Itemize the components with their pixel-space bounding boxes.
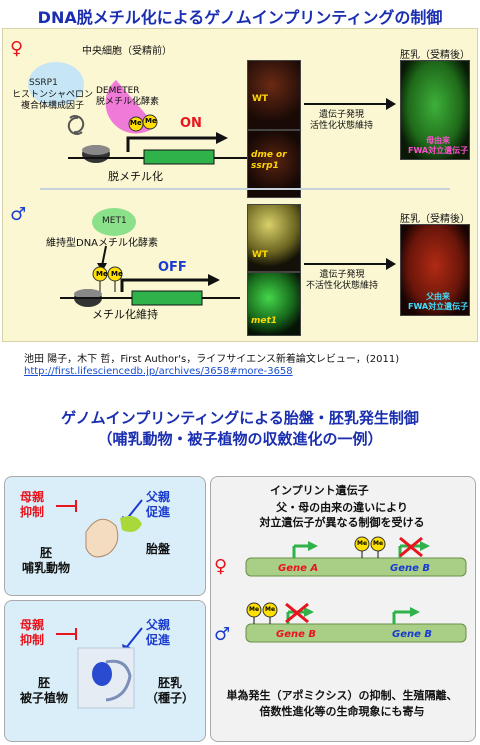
endosperm-micrograph-male: [400, 224, 470, 316]
demeter-name: DEMETER: [96, 86, 140, 96]
me-m-2: Me: [265, 606, 276, 613]
citation: 池田 陽子，木下 哲，First Author's，ライフサイエンス新着論文レビ…: [24, 354, 400, 365]
endosperm-label: 胚乳: [158, 676, 183, 690]
plant-regulation-arrows: [56, 627, 143, 709]
off-label: OFF: [158, 260, 187, 275]
me-badge-1: Me: [130, 119, 142, 127]
mammal-maternal-1: 母親: [20, 490, 45, 504]
methylation-label: メチル化維持: [92, 308, 158, 321]
micrograph-wt-female: [247, 60, 301, 130]
male-arrow-text-2: 不活性化状態維持: [306, 281, 379, 291]
micrograph-met1: [247, 272, 301, 336]
plant-maternal-1: 母親: [20, 618, 45, 632]
micro-wt-male-label: WT: [252, 250, 269, 260]
female-symbol: ♀: [10, 38, 24, 59]
ssrp1-name: SSRP1: [29, 78, 58, 88]
demeter-desc: 脱メチル化酵素: [96, 97, 160, 107]
mammal-maternal-2: 抑制: [20, 505, 45, 519]
page-title: DNA脱メチル化によるゲノムインプリンティングの制御: [37, 8, 443, 27]
imprint-female-symbol: ♀: [214, 556, 228, 577]
male-endo-text-2: FWA対立遺伝子: [408, 302, 469, 311]
micro-wt-label: WT: [252, 94, 269, 104]
female-expression-arrow: [304, 98, 396, 110]
male-endo-text-1: 父由来: [426, 292, 451, 301]
male-endosperm-label: 胚乳（受精後）: [400, 214, 470, 225]
placenta-label: 胎盤: [146, 542, 171, 556]
micro-mut-1: dme or: [251, 150, 287, 160]
imprint-male-symbol: ♂: [214, 624, 231, 645]
female-gene-b: Gene B: [390, 563, 430, 574]
mammal-embryo: 胚: [40, 546, 53, 560]
me-badge-4: Me: [111, 270, 123, 278]
met1-name: MET1: [102, 216, 127, 226]
plant-maternal-2: 抑制: [20, 633, 45, 647]
male-gene-b-2: Gene B: [392, 629, 432, 640]
methylation-schematic: [60, 208, 240, 307]
imprint-desc-1: 父・母の由来の違いにより: [276, 501, 408, 514]
me-m-1: Me: [249, 606, 260, 613]
plant-embryo: 胚: [38, 676, 51, 690]
section-divider: [40, 188, 450, 190]
on-label: ON: [180, 116, 202, 131]
micro-mut-2: ssrp1: [251, 161, 279, 171]
imprint-desc-2: 対立遺伝子が異なる制御を受ける: [259, 516, 425, 529]
plant-paternal-1: 父親: [146, 618, 171, 632]
mammal-paternal-1: 父親: [146, 490, 171, 504]
subtitle-line-2: （哺乳動物・被子植物の収斂進化の一例）: [97, 430, 383, 448]
met1-desc: 維持型DNAメチル化酵素: [46, 238, 159, 249]
imprint-heading: インプリント遺伝子: [270, 484, 369, 497]
imprint-footer-1: 単為発生（アポミクシス）の抑制、生殖隔離、: [226, 689, 458, 702]
me-badge-2: Me: [145, 117, 157, 125]
male-arrow-text-1: 遺伝子発現: [319, 270, 365, 280]
mammal-label: 哺乳動物: [22, 561, 71, 575]
demethylation-schematic: [28, 62, 248, 165]
me-f-2: Me: [373, 540, 384, 547]
female-gene-a: Gene A: [278, 563, 319, 574]
me-badge-3: Me: [96, 270, 108, 278]
micro-met1-label: met1: [251, 316, 278, 326]
female-chromosome: [245, 536, 467, 577]
male-chromosome: [245, 602, 467, 643]
male-expression-arrow: [304, 258, 396, 270]
endosperm-micrograph-female: [400, 60, 470, 160]
female-arrow-text-2: 活性化状態維持: [310, 121, 374, 131]
seed-label: （種子）: [146, 691, 195, 705]
male-symbol: ♂: [10, 204, 27, 225]
mammal-regulation-arrows: [56, 499, 143, 558]
female-endo-text-2: FWA対立遺伝子: [408, 146, 469, 155]
mammal-paternal-2: 促進: [146, 505, 171, 519]
subtitle-line-1: ゲノムインプリンティングによる胎盤・胚乳発生制御: [61, 409, 419, 427]
female-endo-text-1: 母由来: [426, 136, 451, 145]
micrograph-wt-male: [247, 204, 301, 272]
central-cell-label: 中央細胞（受精前）: [82, 46, 172, 57]
demethylation-label: 脱メチル化: [108, 170, 163, 183]
ssrp1-desc-2: 複合体構成因子: [21, 101, 85, 111]
citation-link[interactable]: http://first.lifesciencedb.jp/archives/3…: [24, 366, 293, 377]
plant-label: 被子植物: [20, 691, 69, 705]
female-endosperm-label: 胚乳（受精後）: [400, 50, 470, 61]
female-arrow-text-1: 遺伝子発現: [319, 110, 365, 120]
imprint-footer-2: 倍数性進化等の生命現象にも寄与: [259, 705, 425, 718]
me-f-1: Me: [357, 540, 368, 547]
ssrp1-desc-1: ヒストンシャペロン: [12, 90, 94, 100]
micrograph-mutant-female: [247, 130, 301, 198]
plant-paternal-2: 促進: [146, 633, 171, 647]
male-gene-b: Gene B: [276, 629, 316, 640]
